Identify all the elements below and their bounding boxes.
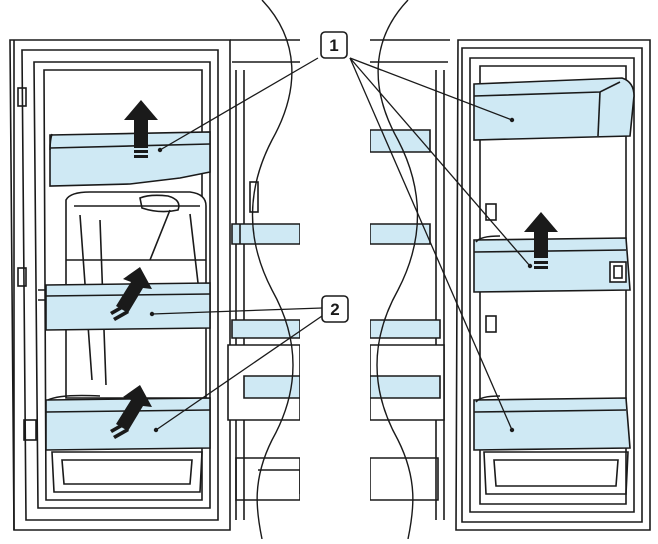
right-middle-shelf	[474, 236, 630, 292]
fridge-interior-left	[228, 40, 300, 520]
callout-2-label: 2	[330, 300, 339, 319]
callout-2: 2	[322, 296, 348, 322]
callout-1-label: 1	[329, 36, 338, 55]
right-bottom-shelf	[474, 396, 630, 450]
left-top-shelf	[50, 132, 210, 186]
right-top-shelf	[474, 78, 634, 140]
callout-1: 1	[321, 32, 347, 58]
fridge-interior-right	[370, 40, 450, 520]
